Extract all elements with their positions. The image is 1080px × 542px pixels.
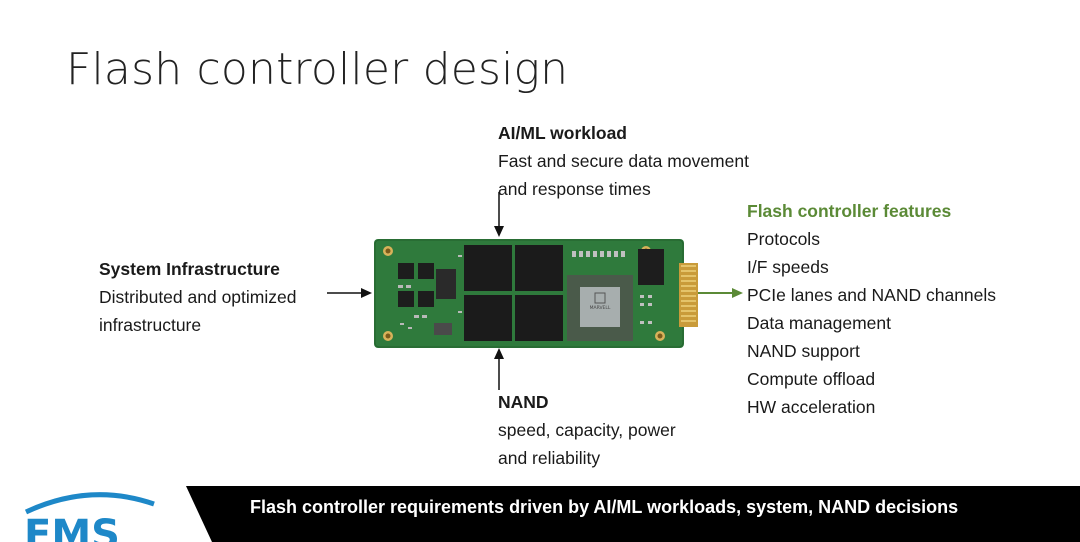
- nand-block: NAND speed, capacity, power and reliabil…: [498, 388, 676, 472]
- nand-line-2: and reliability: [498, 448, 601, 468]
- nand-line-1: speed, capacity, power: [498, 420, 676, 440]
- ssd-board-image: MARVELL: [374, 239, 698, 348]
- arrow-right-to-features: [698, 288, 743, 298]
- ems-logo: EMS: [24, 492, 155, 542]
- logo-text: EMS: [24, 512, 120, 542]
- slide-title: Flash controller design: [66, 44, 569, 95]
- arrow-right-from-system: [327, 288, 372, 298]
- feature-item: I/F speeds: [747, 257, 829, 277]
- system-block: System Infrastructure Distributed and op…: [99, 255, 296, 339]
- nand-heading: NAND: [498, 392, 549, 412]
- arrow-up-from-nand: [494, 348, 504, 390]
- logo-swoosh: [24, 492, 155, 515]
- feature-item: HW acceleration: [747, 397, 876, 417]
- ai-ml-block: AI/ML workload Fast and secure data move…: [498, 119, 749, 203]
- ai-ml-heading: AI/ML workload: [498, 123, 627, 143]
- system-line-1: Distributed and optimized: [99, 287, 297, 307]
- features-heading: Flash controller features: [747, 201, 952, 221]
- ai-ml-line-2: and response times: [498, 179, 651, 199]
- feature-item: NAND support: [747, 341, 860, 361]
- footer-banner: [186, 486, 1080, 542]
- system-heading: System Infrastructure: [99, 259, 280, 279]
- feature-item: Compute offload: [747, 369, 876, 389]
- feature-item: PCIe lanes and NAND channels: [747, 285, 997, 305]
- feature-item: Data management: [747, 313, 891, 333]
- chip-label: MARVELL: [590, 305, 611, 311]
- arrow-down-from-ai-ml: [494, 192, 504, 237]
- footer-banner-text: Flash controller requirements driven by …: [250, 497, 959, 517]
- system-line-2: infrastructure: [99, 315, 202, 335]
- features-block: Flash controller features Protocols I/F …: [747, 197, 996, 421]
- ai-ml-line-1: Fast and secure data movement: [498, 151, 749, 171]
- feature-item: Protocols: [747, 229, 820, 249]
